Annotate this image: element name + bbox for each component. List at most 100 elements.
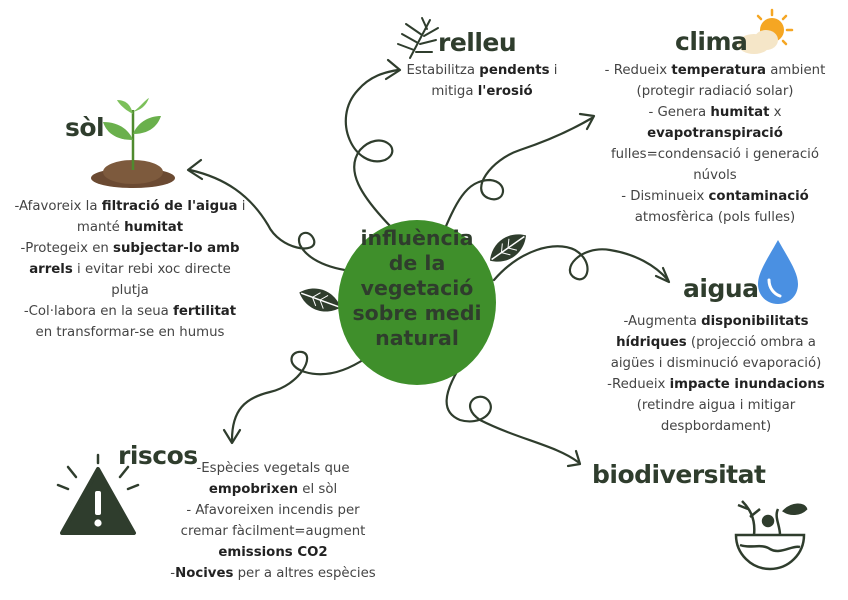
- text-segment: Estabilitza: [407, 63, 480, 78]
- text-line: - Redueix temperatura ambient: [590, 60, 840, 81]
- text-line: arrels i evitar rebi xoc directe: [4, 259, 256, 280]
- water-drop-icon: [758, 240, 798, 304]
- text-segment: aigües i disminució evaporació): [611, 356, 822, 371]
- text-line: Estabilitza pendents i: [372, 60, 592, 81]
- leaf-icon: [296, 283, 345, 318]
- connector-clima: [440, 118, 592, 240]
- bold-segment: temperatura: [671, 63, 766, 78]
- text-segment: -Col·labora en la seua: [24, 304, 173, 319]
- text-segment: i evitar rebi xoc directe: [73, 262, 231, 277]
- bold-segment: arrels: [29, 262, 73, 277]
- bold-segment: contaminació: [709, 189, 809, 204]
- bold-segment: fertilitat: [173, 304, 236, 319]
- text-segment: cremar fàcilment=augment: [181, 524, 366, 539]
- globe-wildlife-icon: [736, 501, 806, 569]
- text-line: núvols: [590, 165, 840, 186]
- text-segment: (projecció ombra a: [687, 335, 816, 350]
- center-title-line: natural: [338, 326, 496, 351]
- text-line: cremar fàcilment=augment: [160, 521, 386, 542]
- text-segment: despbordament): [661, 419, 771, 434]
- text-line: empobrixen el sòl: [160, 479, 386, 500]
- text-line: (protegir radiació solar): [590, 81, 840, 102]
- connector-biodiversitat: [447, 370, 578, 462]
- text-segment: - Genera: [648, 105, 710, 120]
- text-segment: manté: [77, 220, 124, 235]
- text-segment: atmosfèrica (pols fulles): [635, 210, 796, 225]
- text-line: aigües i disminució evaporació): [596, 353, 836, 374]
- center-title: influència de la vegetació sobre medi na…: [338, 226, 496, 351]
- bold-segment: humitat: [124, 220, 183, 235]
- text-riscos: -Espècies vegetals que empobrixen el sòl -…: [160, 458, 386, 584]
- text-segment: -Espècies vegetals que: [196, 461, 349, 476]
- text-line: emissions CO2: [160, 542, 386, 563]
- bold-segment: Nocives: [175, 566, 233, 581]
- bold-segment: emissions CO2: [218, 545, 327, 560]
- text-line: - Afavoreixen incendis per: [160, 500, 386, 521]
- heading-sol: sòl: [65, 113, 104, 142]
- text-line: hídriques (projecció ombra a: [596, 332, 836, 353]
- text-segment: mitiga: [431, 84, 477, 99]
- text-segment: -Afavoreix la: [15, 199, 102, 214]
- connector-riscos: [232, 352, 366, 440]
- text-line: plutja: [4, 280, 256, 301]
- text-segment: ambient: [766, 63, 825, 78]
- text-segment: fulles=condensació i generació: [611, 147, 819, 162]
- text-segment: -Protegeix en: [21, 241, 114, 256]
- text-clima: - Redueix temperatura ambient (protegir r…: [590, 60, 840, 228]
- center-title-line: influència: [338, 226, 496, 251]
- sprout-icon: [91, 98, 175, 188]
- text-segment: (protegir radiació solar): [637, 84, 794, 99]
- heading-aigua: aigua: [683, 274, 759, 303]
- text-segment: i: [238, 199, 246, 214]
- text-line: - Genera humitat x: [590, 102, 840, 123]
- text-segment: en transformar-se en humus: [36, 325, 225, 340]
- bold-segment: humitat: [710, 105, 769, 120]
- text-segment: per a altres espècies: [233, 566, 375, 581]
- bold-segment: filtració de l'aigua: [102, 199, 238, 214]
- bold-segment: disponibilitats: [701, 314, 808, 329]
- text-segment: -Redueix: [607, 377, 669, 392]
- text-segment: - Afavoreixen incendis per: [186, 503, 359, 518]
- center-title-line: vegetació: [338, 276, 496, 301]
- text-line: -Augmenta disponibilitats: [596, 311, 836, 332]
- arrowhead-sol: [188, 160, 202, 179]
- text-segment: -Augmenta: [623, 314, 701, 329]
- text-line: -Col·labora en la seua fertilitat: [4, 301, 256, 322]
- text-line: atmosfèrica (pols fulles): [590, 207, 840, 228]
- text-line: mitiga l'erosió: [372, 81, 592, 102]
- text-line: fulles=condensació i generació: [590, 144, 840, 165]
- heading-biodiversitat: biodiversitat: [592, 460, 765, 489]
- text-line: - Disminueix contaminació: [590, 186, 840, 207]
- text-segment: - Disminueix: [621, 189, 708, 204]
- center-title-line: de la: [338, 251, 496, 276]
- bold-segment: impacte inundacions: [670, 377, 825, 392]
- text-segment: x: [769, 105, 781, 120]
- text-line: manté humitat: [4, 217, 256, 238]
- text-line: -Protegeix en subjectar-lo amb: [4, 238, 256, 259]
- text-segment: (retindre aigua i mitigar: [637, 398, 796, 413]
- text-line: -Redueix impacte inundacions: [596, 374, 836, 395]
- text-segment: núvols: [693, 168, 736, 183]
- heading-relleu: relleu: [438, 28, 516, 57]
- text-line: evapotranspiració: [590, 123, 840, 144]
- heading-clima: clima: [675, 27, 747, 56]
- text-segment: i: [550, 63, 558, 78]
- center-title-line: sobre medi: [338, 301, 496, 326]
- bold-segment: empobrixen: [209, 482, 298, 497]
- bold-segment: hídriques: [616, 335, 687, 350]
- text-line: despbordament): [596, 416, 836, 437]
- text-segment: - Redueix: [605, 63, 672, 78]
- bold-segment: subjectar-lo amb: [113, 241, 239, 256]
- text-line: (retindre aigua i mitigar: [596, 395, 836, 416]
- text-line: -Afavoreix la filtració de l'aigua i: [4, 196, 256, 217]
- connector-aigua: [494, 246, 668, 280]
- text-line: -Espècies vegetals que: [160, 458, 386, 479]
- bold-segment: evapotranspiració: [647, 126, 783, 141]
- bold-segment: pendents: [479, 63, 549, 78]
- text-line: -Nocives per a altres espècies: [160, 563, 386, 584]
- text-segment: plutja: [111, 283, 149, 298]
- fern-icon: [398, 18, 438, 58]
